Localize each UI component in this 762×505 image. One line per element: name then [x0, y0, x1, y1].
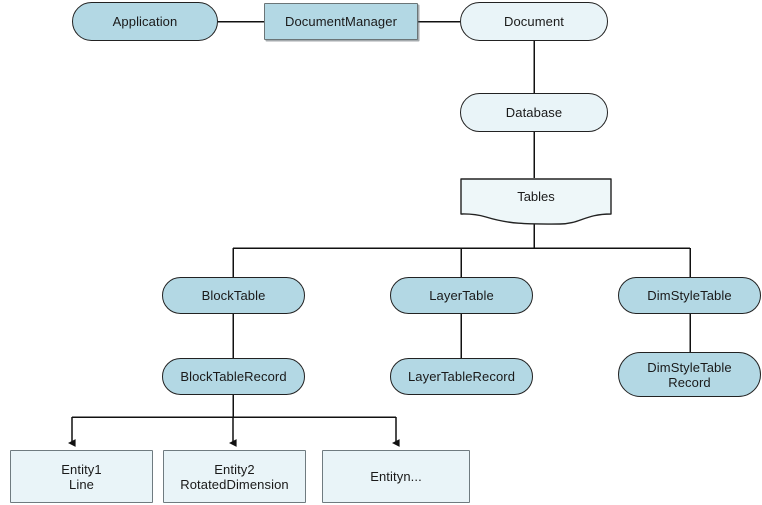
- node-entityn[interactable]: Entityn...: [322, 450, 470, 503]
- node-block-table-record[interactable]: BlockTableRecord: [162, 358, 305, 395]
- node-block-table[interactable]: BlockTable: [162, 277, 305, 314]
- node-layer-table[interactable]: LayerTable: [390, 277, 533, 314]
- node-entity1[interactable]: Entity1 Line: [10, 450, 153, 503]
- node-application[interactable]: Application: [72, 2, 218, 41]
- node-tables-label: Tables: [517, 189, 555, 204]
- node-entity2[interactable]: Entity2 RotatedDimension: [163, 450, 306, 503]
- node-dim-style-table[interactable]: DimStyleTable: [618, 277, 761, 314]
- node-tables[interactable]: Tables: [460, 178, 612, 228]
- node-document[interactable]: Document: [460, 2, 608, 41]
- node-dim-style-table-record[interactable]: DimStyleTable Record: [618, 352, 761, 397]
- node-document-manager[interactable]: DocumentManager: [264, 3, 418, 40]
- node-layer-table-record[interactable]: LayerTableRecord: [390, 358, 533, 395]
- node-database[interactable]: Database: [460, 93, 608, 132]
